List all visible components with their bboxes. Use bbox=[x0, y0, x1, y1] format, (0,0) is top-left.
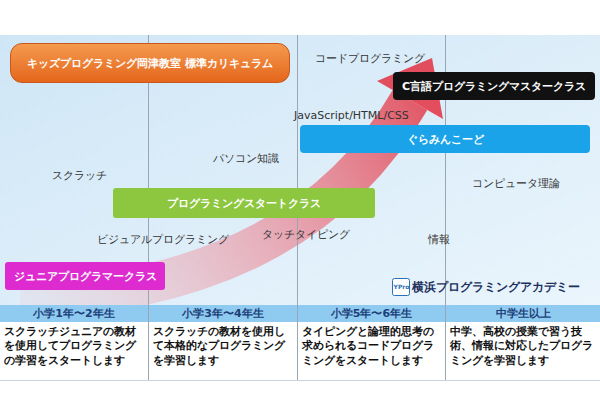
topic-label: 情報 bbox=[428, 232, 450, 247]
topic-label: コードプログラミング bbox=[315, 51, 425, 66]
node-text: キッズプログラミング岡津教室 標準カリキュラム bbox=[27, 56, 273, 71]
logo-icon bbox=[393, 279, 410, 296]
node-text: ぐらみんこーど bbox=[407, 132, 484, 147]
grade-header: 小学3年〜4年生 bbox=[149, 305, 297, 322]
title-banner: キッズプログラミング岡津教室 標準カリキュラム bbox=[10, 43, 290, 83]
chart-ground bbox=[0, 35, 600, 305]
topic-label: パソコン知識 bbox=[213, 151, 279, 166]
grade-description: スクラッチの教材を使用して本格的なプログラミングを学習します bbox=[153, 325, 294, 368]
grade-description: 中学、高校の授業で習う技術、情報に対応したプログラミングを学習します bbox=[450, 325, 596, 368]
node-text: 小学1年〜2年生 bbox=[33, 306, 114, 321]
topic-label: ビジュアルプログラミング bbox=[97, 232, 229, 247]
logo-mark: YPro bbox=[393, 283, 410, 290]
grade-header: 小学1年〜2年生 bbox=[0, 305, 148, 322]
grade-header: 小学5年〜6年生 bbox=[298, 305, 445, 322]
node-text: ジュニアプログラマークラス bbox=[14, 269, 157, 284]
logo-text: 横浜プログラミングアカデミー bbox=[412, 279, 580, 296]
topic-label: タッチタイピング bbox=[262, 227, 350, 242]
class-box: プログラミングスタートクラス bbox=[113, 188, 375, 218]
grade-band bbox=[0, 305, 600, 322]
grade-header: 中学生以上 bbox=[446, 305, 600, 322]
class-box: ジュニアプログラマークラス bbox=[5, 262, 165, 290]
class-box: C言語プログラミングマスタークラス bbox=[393, 72, 595, 100]
grade-description: スクラッチジュニアの教材を使用してプログラミングの学習をスタートします bbox=[4, 325, 145, 368]
class-box: ぐらみんこーど bbox=[300, 125, 590, 153]
node-text: プログラミングスタートクラス bbox=[167, 196, 321, 211]
node-text: 中学生以上 bbox=[496, 306, 551, 321]
node-text: C言語プログラミングマスタークラス bbox=[402, 79, 586, 94]
topic-label: スクラッチ bbox=[52, 168, 107, 183]
topic-label: JavaScript/HTML/CSS bbox=[294, 109, 409, 122]
grade-description: タイピングと論理的思考の求められるコードプログラミングをスタートします bbox=[302, 325, 442, 368]
topic-label: コンピュータ理論 bbox=[472, 176, 560, 191]
node-text: 小学5年〜6年生 bbox=[331, 306, 412, 321]
node-text: 小学3年〜4年生 bbox=[182, 306, 263, 321]
table-rule bbox=[0, 380, 600, 381]
